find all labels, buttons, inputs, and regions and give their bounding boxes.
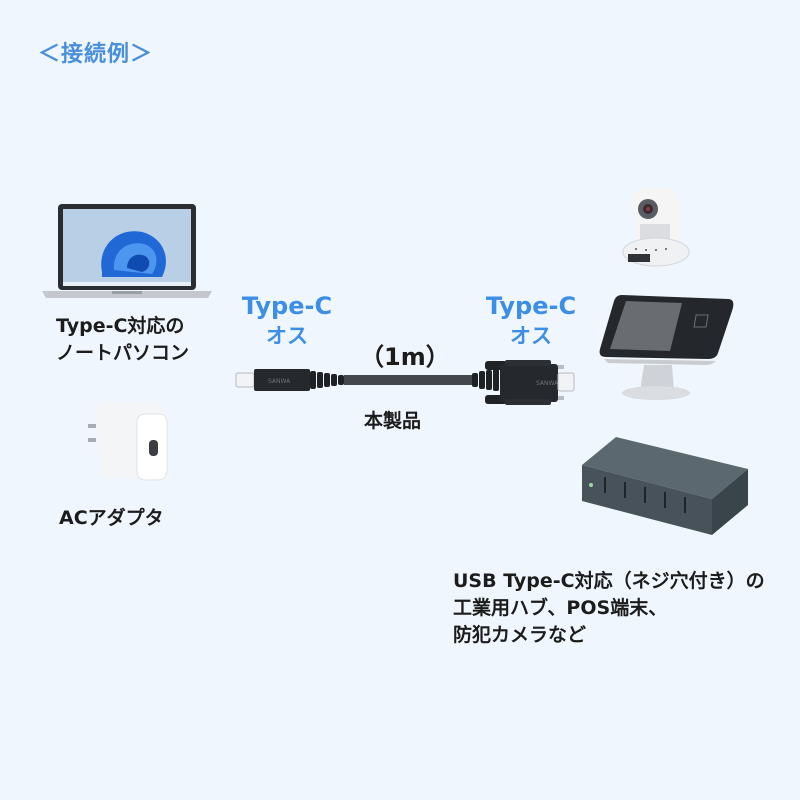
hub-ports [604,477,686,513]
left-connector-type: Type-C [241,292,333,320]
power-led-icon [589,483,593,487]
ac-adapter-label: ACアダプタ [59,507,164,529]
left-strain-relief [310,371,344,389]
pos-display [610,301,682,351]
cable-illustration: SANWA SANWA [235,360,575,405]
card-reader-icon [693,314,709,328]
plug-prong [88,424,96,428]
right-devices-label-line-2: 工業用ハブ、POS端末、 [453,597,668,619]
right-connector-gender: オス [510,324,552,348]
hub-top [582,437,748,499]
cable-body [344,375,472,385]
left-connector-label: Type-C オス [232,291,342,351]
pos-stand-base [622,386,690,400]
laptop-base [42,291,212,298]
right-connector-housing [500,364,558,402]
pos-terminal-illustration [599,295,734,400]
right-connector-label: Type-C オス [476,291,586,351]
laptop-label-line-1: Type-C対応の [56,315,185,337]
right-devices-label-line-3: 防犯カメラなど [453,624,587,646]
laptop-label-line-2: ノートパソコン [56,342,190,364]
taskbar [63,282,191,286]
hub-front [582,465,712,535]
left-usb-c-tip [235,372,255,388]
right-strain-relief [472,369,499,391]
hub-side [712,469,748,535]
left-connector-housing [254,369,310,391]
camera-base-panel [628,254,650,262]
right-devices-label-line-1: USB Type-C対応（ネジ穴付き）の [453,570,765,592]
left-connector-gender: オス [266,324,308,348]
section-heading: ＜接続例＞ [38,42,154,67]
laptop-label: Type-C対応の ノートパソコン [56,313,189,367]
security-camera-illustration [622,188,690,267]
right-connector-type: Type-C [485,292,577,320]
laptop-illustration [42,204,212,298]
left-brand-mark: SANWA [268,378,291,385]
industrial-hub-illustration [582,437,748,535]
product-label: 本製品 [364,410,422,432]
ac-adapter-illustration [88,402,168,481]
right-brand-mark: SANWA [536,380,559,387]
camera-lens-icon [646,207,650,211]
cable-length-label: （1m） [360,343,450,371]
pos-stand [640,365,674,391]
right-devices-label: USB Type-C対応（ネジ穴付き）の 工業用ハブ、POS端末、 防犯カメラな… [453,568,765,649]
usb-c-port-icon [149,440,158,456]
right-usb-c-tip [557,372,575,392]
